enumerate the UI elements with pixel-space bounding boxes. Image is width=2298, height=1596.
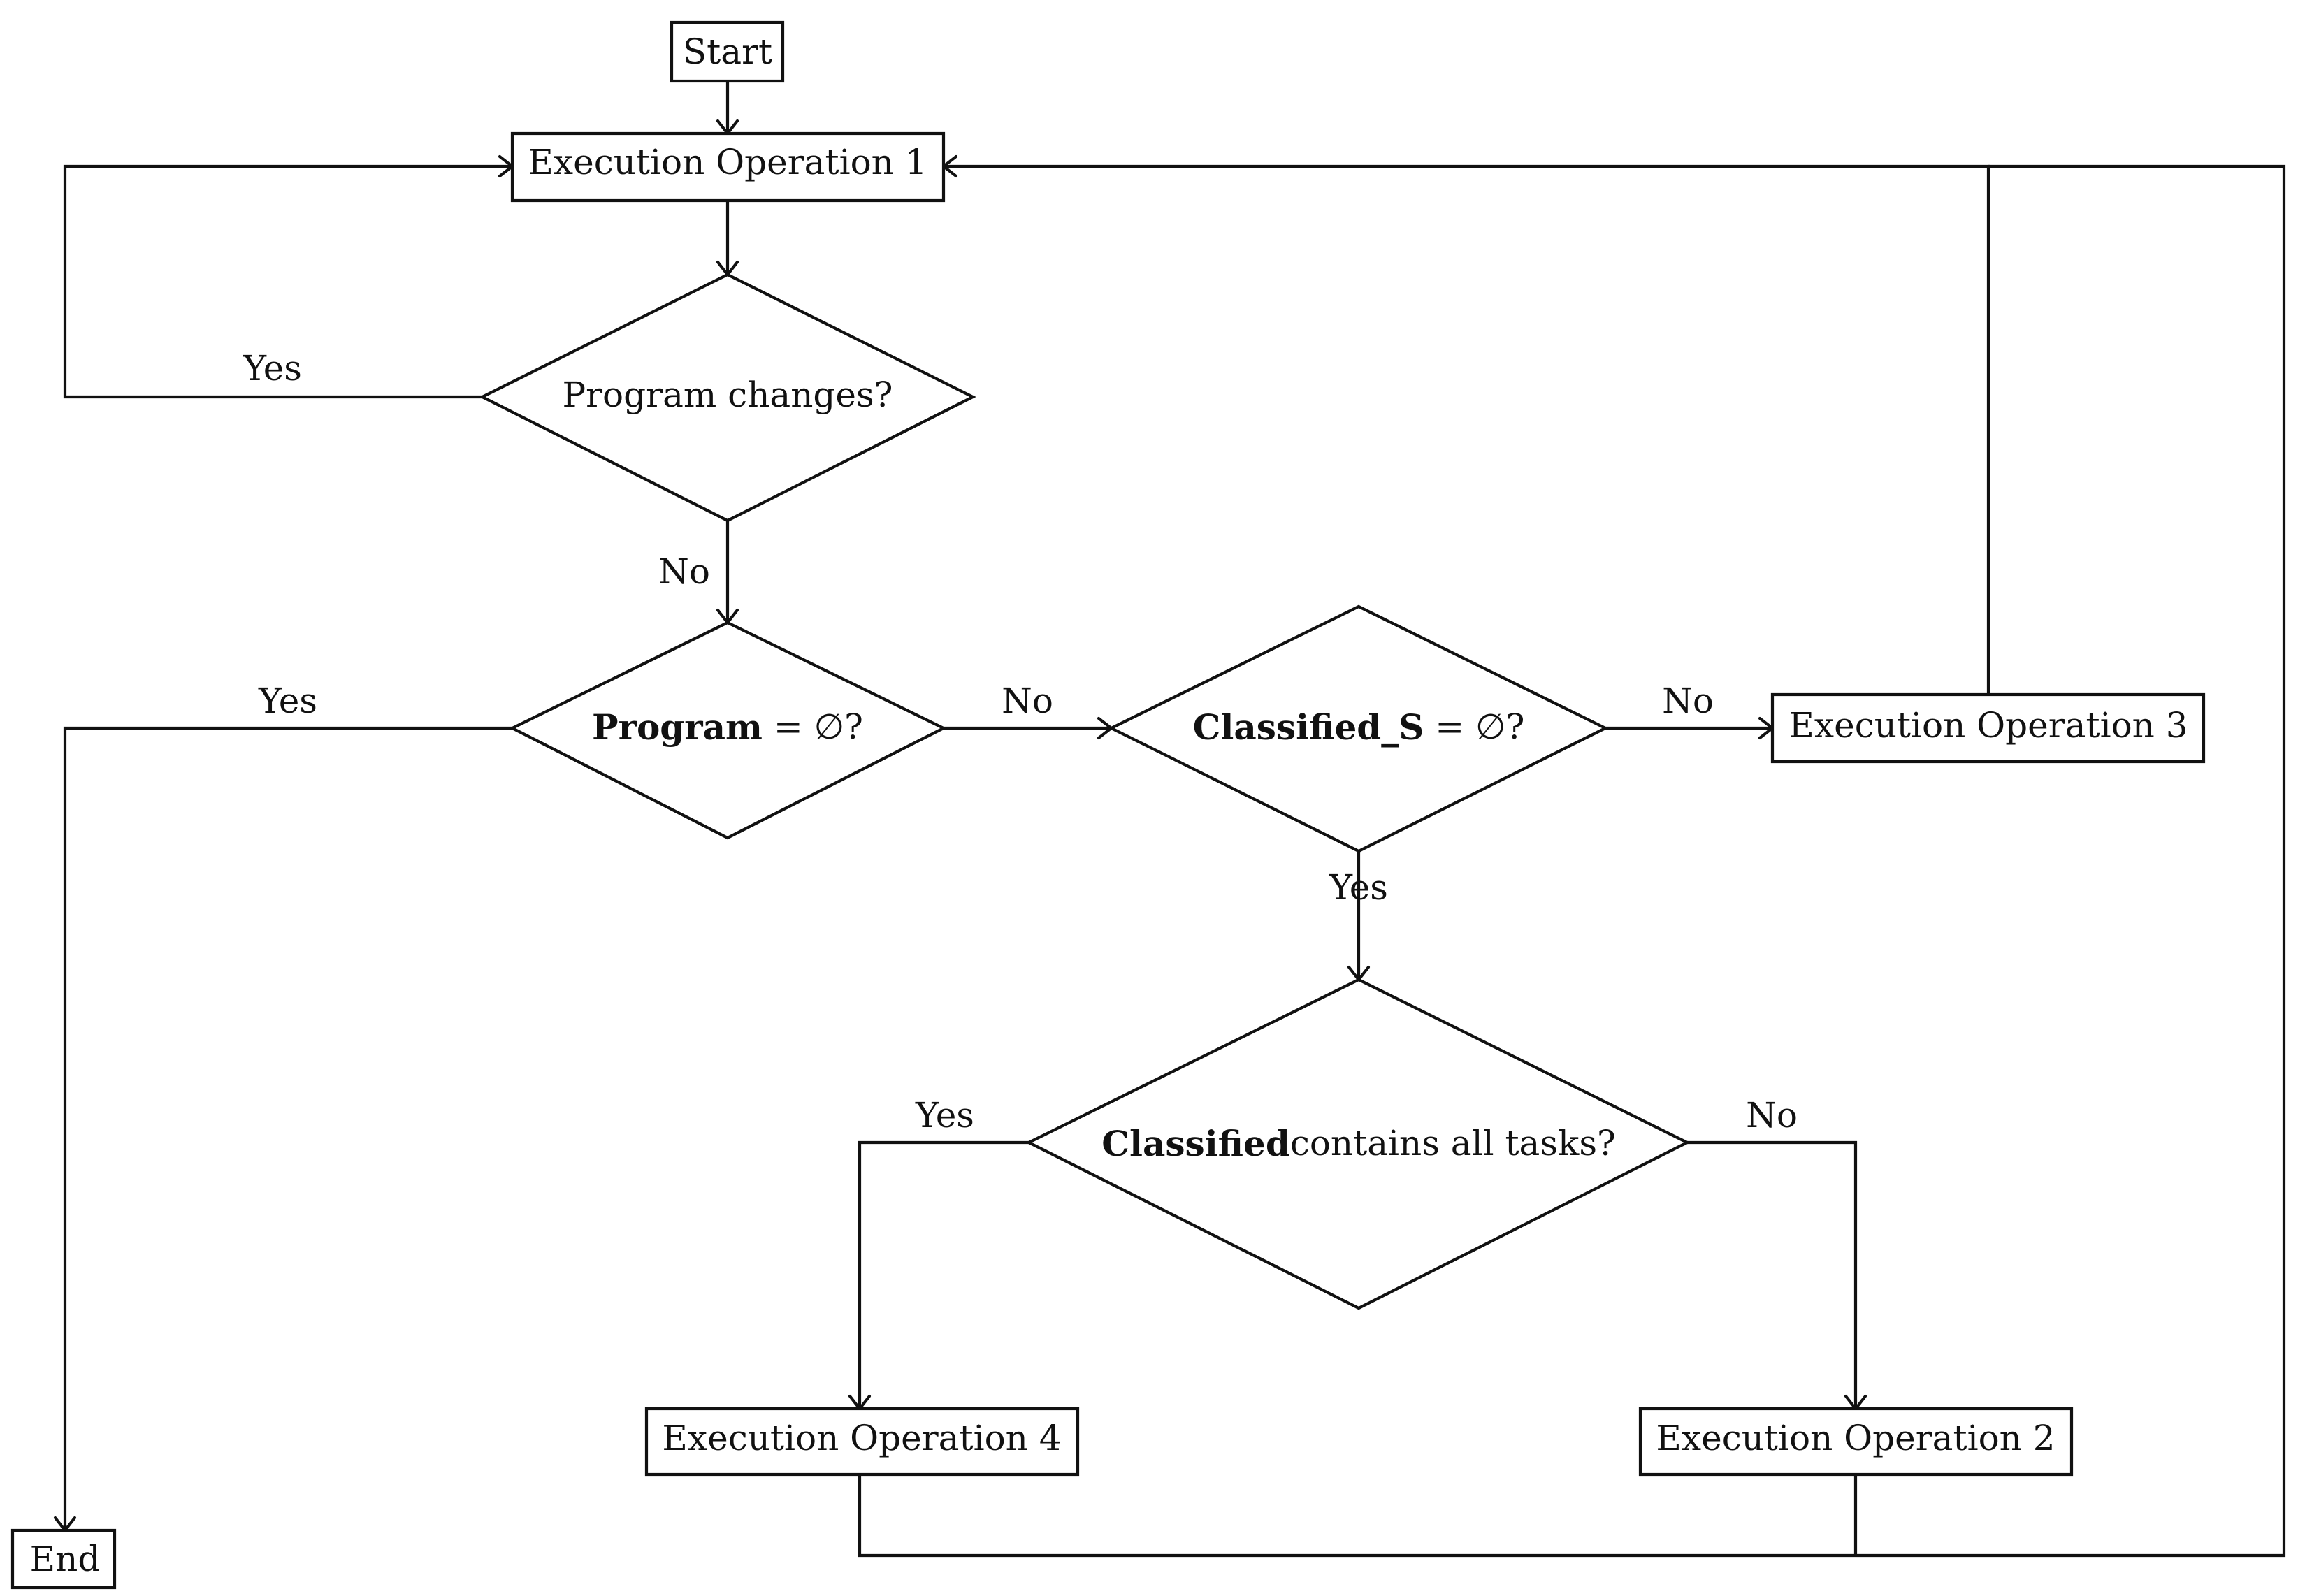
program-empty-label-bold: Program xyxy=(592,706,763,748)
program-empty-label: Program = ∅? xyxy=(592,706,863,748)
end-label: End xyxy=(30,1539,101,1579)
execution-operation-2-box: Execution Operation 2 xyxy=(1638,1407,2074,1477)
classified-s-empty-label-rest: = ∅? xyxy=(1424,706,1524,747)
classified-all-tasks-label: Classifiedcontains all tasks? xyxy=(1101,1123,1616,1164)
execution-operation-3-box: Execution Operation 3 xyxy=(1770,692,2206,764)
classified-s-empty-label-bold: Classified_S xyxy=(1193,706,1424,748)
edge-labels: Yes No Yes No No Yes Yes No xyxy=(243,348,1798,1136)
start-node: Start xyxy=(670,20,785,83)
program-no-label: No xyxy=(1002,681,1053,721)
execution-operation-1-label: Execution Operation 1 xyxy=(528,142,927,182)
changes-no-label: No xyxy=(658,551,710,592)
classified-all-tasks-label-rest: contains all tasks? xyxy=(1290,1123,1616,1163)
classified-all-tasks-decision: Classifiedcontains all tasks? xyxy=(1025,978,1691,1310)
edge-changes-yes-loop xyxy=(63,164,512,399)
edge-all-tasks-yes xyxy=(858,1140,1029,1409)
start-label: Start xyxy=(683,31,772,72)
end-node: End xyxy=(10,1528,117,1590)
changes-yes-label: Yes xyxy=(243,348,302,389)
classified-s-yes-label: Yes xyxy=(1329,867,1388,908)
execution-operation-3-label: Execution Operation 3 xyxy=(1788,705,2188,746)
classified-s-no-label: No xyxy=(1662,681,1714,721)
all-tasks-yes-label: Yes xyxy=(915,1095,974,1136)
program-empty-label-rest: = ∅? xyxy=(763,706,863,747)
classified-s-empty-label: Classified_S = ∅? xyxy=(1193,706,1525,748)
edge-op4-bottom-bus xyxy=(858,164,2286,1558)
program-changes-decision: Program changes? xyxy=(479,273,976,523)
execution-operation-4-label: Execution Operation 4 xyxy=(662,1418,1061,1458)
classified-s-empty-decision: Classified_S = ∅? xyxy=(1108,604,1609,853)
execution-operation-2-label: Execution Operation 2 xyxy=(1656,1418,2055,1458)
connectors xyxy=(53,81,2286,1558)
all-tasks-no-label: No xyxy=(1746,1095,1798,1136)
execution-operation-4-box: Execution Operation 4 xyxy=(644,1407,1080,1477)
execution-operation-1-box: Execution Operation 1 xyxy=(510,131,946,203)
edge-program-yes-to-end xyxy=(63,726,512,1530)
classified-all-tasks-label-bold: Classified xyxy=(1101,1123,1290,1164)
edge-all-tasks-no xyxy=(1687,1140,1858,1409)
edge-op3-loop xyxy=(944,164,1990,695)
program-empty-decision: Program = ∅? xyxy=(509,621,947,840)
program-changes-label: Program changes? xyxy=(563,375,893,415)
program-yes-label: Yes xyxy=(258,681,317,721)
